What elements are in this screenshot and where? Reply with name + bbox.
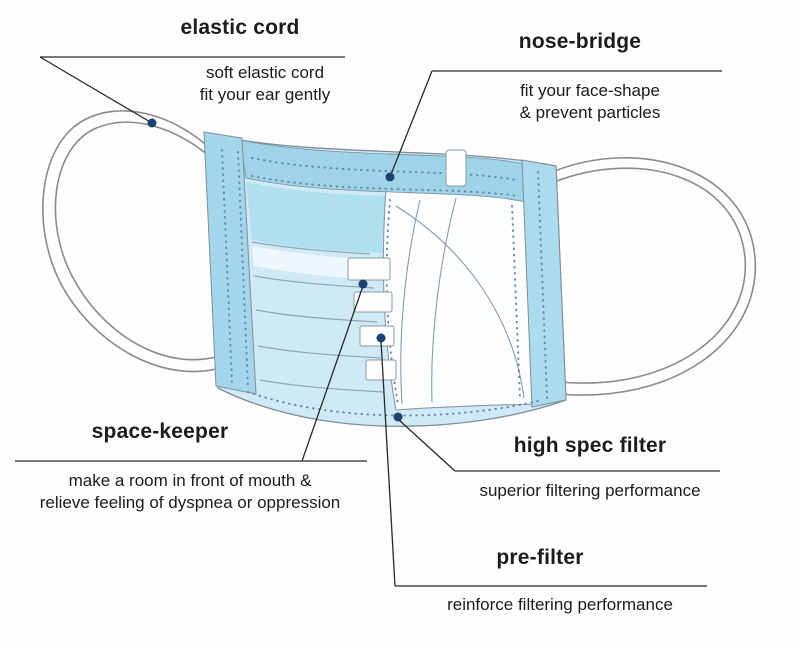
pre-filter-dot: [376, 333, 386, 343]
pre-filter-label: pre-filter: [496, 546, 584, 569]
nose-bridge-label: nose-bridge: [518, 30, 642, 53]
pleat-lines: [251, 241, 385, 393]
elastic-cord-description: soft elastic cord fit your ear gently: [150, 62, 380, 106]
space-keeper-label: space-keeper: [91, 420, 229, 443]
elastic-cord-description-line2: fit your ear gently: [199, 85, 331, 105]
space-keeper-description-line2: relieve feeling of dyspnea or oppression: [39, 493, 341, 513]
high-spec-filter-line: [398, 419, 720, 472]
nose-wire-tab: [445, 149, 467, 187]
nose-bridge-description-line2: & prevent particles: [519, 103, 661, 123]
space-keeper-line: [15, 285, 367, 462]
nose-bridge-dot: [385, 172, 395, 182]
pre-filter-description-line1: reinforce filtering performance: [447, 595, 673, 614]
edge-bands: [203, 131, 567, 417]
pre-filter-description: reinforce filtering performance: [420, 594, 700, 616]
nose-bridge-line: [389, 70, 722, 178]
space-keeper-dot: [358, 279, 368, 289]
elastic-cord-dot: [147, 118, 157, 128]
ear-loop-right: [551, 157, 756, 396]
nose-bridge-description: fit your face-shape & prevent particles: [480, 80, 700, 124]
space-keeper-description: make a room in front of mouth & relieve …: [5, 470, 375, 514]
elastic-cord-description-line1: soft elastic cord: [205, 63, 325, 82]
callout-lines: [15, 56, 722, 587]
ear-loop-left: [42, 110, 221, 373]
pre-filter-line: [380, 340, 707, 587]
space-keeper-description-line1: make a room in front of mouth &: [68, 471, 312, 490]
nose-bridge-description-line1: fit your face-shape: [520, 81, 660, 100]
elastic-cord-label: elastic cord: [180, 16, 300, 39]
elastic-cord-line: [39, 56, 345, 124]
high-spec-filter-description: superior filtering performance: [460, 480, 720, 502]
callout-dots: [147, 118, 403, 422]
high-spec-filter-label: high spec filter: [513, 434, 667, 457]
high-spec-filter-dot: [393, 412, 403, 422]
high-spec-filter-description-line1: superior filtering performance: [479, 481, 701, 500]
